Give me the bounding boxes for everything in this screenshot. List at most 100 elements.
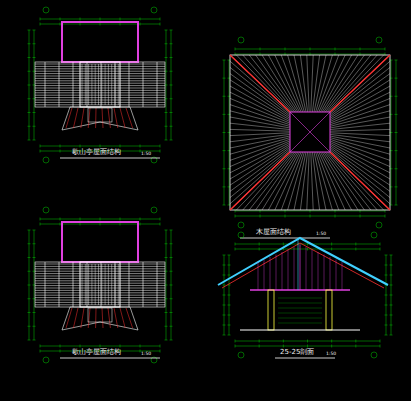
stroke [307,55,309,112]
stroke [91,64,92,105]
stroke [223,305,226,306]
roof-plan [28,207,173,363]
stroke [278,303,322,304]
stroke [40,346,160,347]
stroke [35,285,165,286]
stroke [385,325,388,326]
outline [35,262,165,307]
stroke [165,243,168,244]
stroke [230,55,290,112]
stroke [115,264,116,305]
stroke [170,30,173,31]
stroke [282,252,283,290]
stroke [330,105,390,125]
stroke [35,73,165,74]
stroke [170,71,173,72]
stroke [330,152,390,210]
stroke [35,278,165,279]
stroke [100,345,101,348]
stroke [28,140,31,141]
stroke [35,266,165,267]
stroke [342,262,343,290]
stroke [330,129,390,131]
stroke [35,102,165,103]
stroke [259,243,260,246]
axis-bubble [371,352,377,358]
stroke [290,112,330,152]
stroke [40,223,41,226]
stroke [40,345,41,348]
stroke [380,340,381,343]
stroke [35,68,165,69]
stroke [165,140,168,141]
stroke [330,152,390,210]
stroke [317,152,339,210]
stroke [95,108,96,128]
stroke [320,55,351,112]
stroke [275,358,335,359]
stroke [85,264,86,305]
stroke [235,48,236,51]
stroke [224,255,225,335]
stroke [118,64,119,105]
stroke [165,112,168,113]
scale-note: 1:50 [141,152,151,157]
axis-bubble [151,207,157,213]
hip-outline [62,107,138,130]
stroke [171,30,172,140]
stroke [300,245,301,291]
stroke [395,96,398,97]
stroke [236,152,291,210]
stroke [324,152,365,210]
stroke [230,150,290,203]
stroke [330,55,390,112]
stroke [35,78,165,79]
stroke [34,230,35,340]
stroke [120,345,121,348]
stroke [28,30,31,31]
stroke [230,136,290,148]
stroke [324,255,325,291]
stroke [318,252,319,290]
stroke [28,126,31,127]
stroke [80,18,81,21]
stroke [66,108,72,128]
stroke [108,308,110,328]
stroke [230,142,290,172]
stroke [235,244,380,245]
stroke [330,55,390,112]
stroke [33,340,36,341]
stroke [270,257,271,290]
stroke [40,18,41,21]
stroke [33,126,36,127]
outline [62,222,138,262]
stroke [98,264,99,305]
stroke [317,55,339,112]
stroke [330,147,390,191]
stroke [390,315,393,316]
stroke [223,295,226,296]
stroke [276,255,277,291]
stroke [223,150,226,151]
stroke [390,265,393,266]
stroke [278,298,322,299]
stroke [28,112,31,113]
stroke [35,90,165,91]
stroke [33,312,36,313]
stroke [170,271,173,272]
stroke [126,308,133,328]
stroke [235,346,380,347]
stroke [307,340,308,343]
stroke [395,114,398,115]
stroke [60,223,61,226]
stroke [33,57,36,58]
stroke [60,150,61,153]
scale-note: 1:50 [141,352,151,357]
stroke [330,123,390,129]
stroke [260,215,261,218]
stroke [28,271,31,272]
stroke [170,243,173,244]
stroke [223,114,226,115]
stroke [223,132,226,133]
